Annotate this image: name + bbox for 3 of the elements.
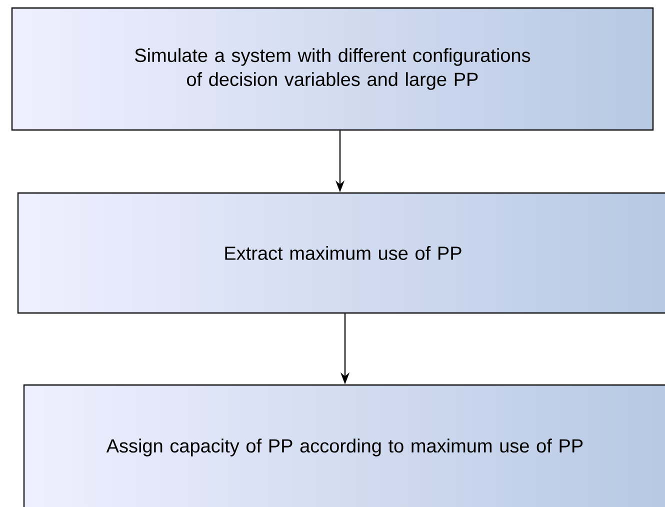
- process-box: Extract maximum use of PP: [17, 192, 665, 314]
- process-box: Simulate a system with different configurations of decision variables and large PP: [11, 7, 654, 131]
- process-box: Assign capacity of PP according to maximum use of PP: [23, 384, 665, 507]
